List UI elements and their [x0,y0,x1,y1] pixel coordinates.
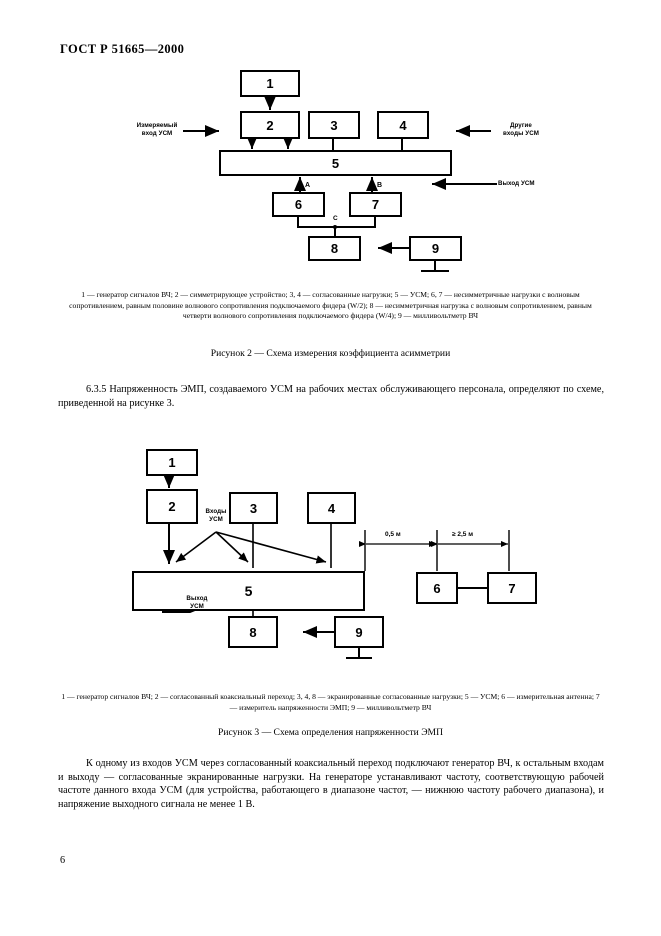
figure2-node-a-label: A [305,182,311,189]
figure3-box-9: 9 [334,616,384,648]
figure2-node-b-label: B [377,182,383,189]
figure2-label-other-inputs: Другие входы УСМ [502,122,539,137]
figure-3-diagram: 1 2 3 4 5 6 7 8 9 Входы УСМ Выход УСМ 0,… [0,420,661,685]
figure2-node-a-dot [298,186,302,190]
figure2-ground-bar [421,270,449,272]
figure2-node-c-dot [333,225,337,229]
figure3-ground-bar [346,657,372,659]
figure-3-legend: 1 — генератор сигналов ВЧ; 2 — согласова… [61,692,600,712]
figure2-box-5: 5 [219,150,452,176]
figure-3-connectors [162,474,510,638]
page-number: 6 [60,855,66,866]
figure3-dimension-2-5m: ≥ 2,5 м [452,531,474,538]
figure2-box-7: 7 [349,192,402,217]
figure2-box-6: 6 [272,192,325,217]
figure3-box-8: 8 [228,616,278,648]
figure2-line-7-down [374,217,376,227]
figure3-label-inputs: Входы УСМ [205,508,227,523]
figure2-ground-stem [434,261,436,271]
figure-2-connectors [183,96,497,254]
figure2-box-2: 2 [240,111,300,139]
figure2-line-6-down [297,217,299,227]
figure2-label-measured-input: Измеряемый вход УСМ [136,122,178,137]
figure3-label-output: Выход УСМ [186,595,208,610]
figure-2-caption: Рисунок 2 — Схема измерения коэффициента… [210,348,451,359]
figure-2-legend: 1 — генератор сигналов ВЧ; 2 — симметрир… [69,290,592,321]
figure2-box-1: 1 [240,70,300,97]
figure3-box-5: 5 [132,571,365,611]
figure-2-diagram: 1 2 3 4 5 6 7 8 9 Измеряемый вход УСМ Др… [0,0,661,285]
figure2-label-output: Выход УСМ [498,180,535,187]
figure3-dimension-0-5m: 0,5 м [385,531,401,538]
standard-header: ГОСТ Р 51665—2000 [60,42,185,56]
figure2-node-b-dot [370,186,374,190]
figure3-line-6-to-7 [457,587,488,589]
figure2-box-9: 9 [409,236,462,261]
figure3-box-7: 7 [487,572,537,604]
clause-6-3-5-paragraph: 6.3.5 Напряженность ЭМП, создаваемого УС… [58,384,604,409]
figure2-box-8: 8 [308,236,361,261]
figure2-line-4-to-5 [401,139,403,150]
figure3-box-4: 4 [307,492,356,524]
figure3-box-1: 1 [146,449,198,476]
figure2-box-4: 4 [377,111,429,139]
figure3-box-2: 2 [146,489,198,524]
figure-3-caption: Рисунок 3 — Схема определения напряженно… [217,727,444,738]
closing-paragraph: К одному из входов УСМ через согласованн… [58,758,604,810]
figure2-node-c-label: C [333,215,338,222]
figure3-ground-stem [358,648,360,658]
figure2-line-3-to-5 [332,139,334,150]
figure3-box-3: 3 [229,492,278,524]
figure3-box-6: 6 [416,572,458,604]
figure2-line-c-to-8 [334,226,336,236]
figure2-box-3: 3 [308,111,360,139]
